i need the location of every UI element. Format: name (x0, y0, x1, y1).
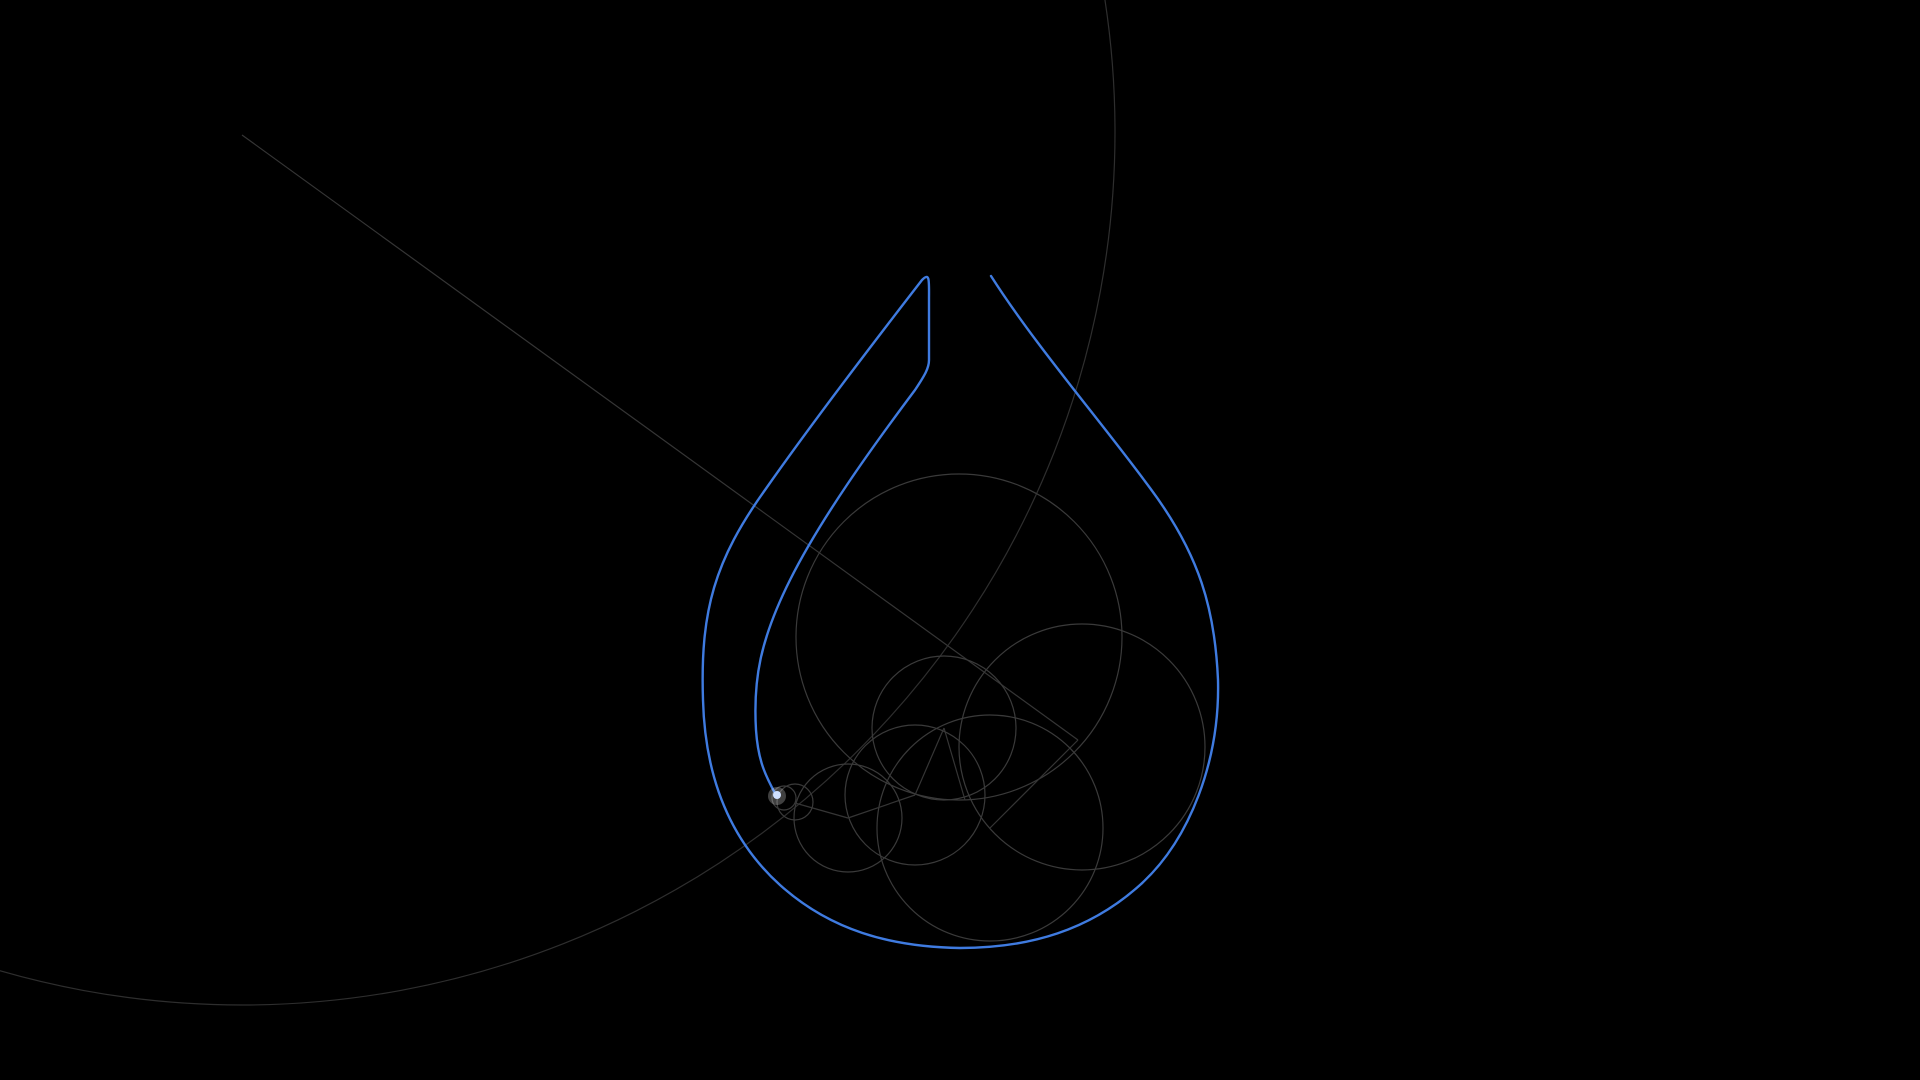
orbit-arm-3 (914, 727, 945, 796)
orbit-arm-4 (943, 727, 966, 801)
pen-tip-dot (773, 791, 781, 799)
trace-path (701, 274, 1220, 950)
orbit-circle-4 (876, 714, 1104, 942)
orbit-circle-1 (0, 0, 1116, 1006)
pen-tip (768, 787, 786, 805)
orbit-circle-8 (776, 783, 814, 821)
orbit-circle-2 (795, 473, 1123, 801)
orbit-circle-3 (958, 623, 1206, 871)
orbit-circle-5 (871, 655, 1017, 801)
epicycle-orbits (0, 0, 1206, 1006)
orbit-arm-1 (241, 134, 1079, 741)
orbit-arm-6 (794, 802, 849, 819)
orbit-circle-9 (771, 785, 797, 811)
orbit-circle-6 (844, 724, 986, 866)
orbit-circle-7 (793, 763, 903, 873)
traced-drop-outline (701, 274, 1220, 950)
orbit-arm-5 (847, 794, 916, 819)
orbit-arm-2 (989, 739, 1079, 829)
